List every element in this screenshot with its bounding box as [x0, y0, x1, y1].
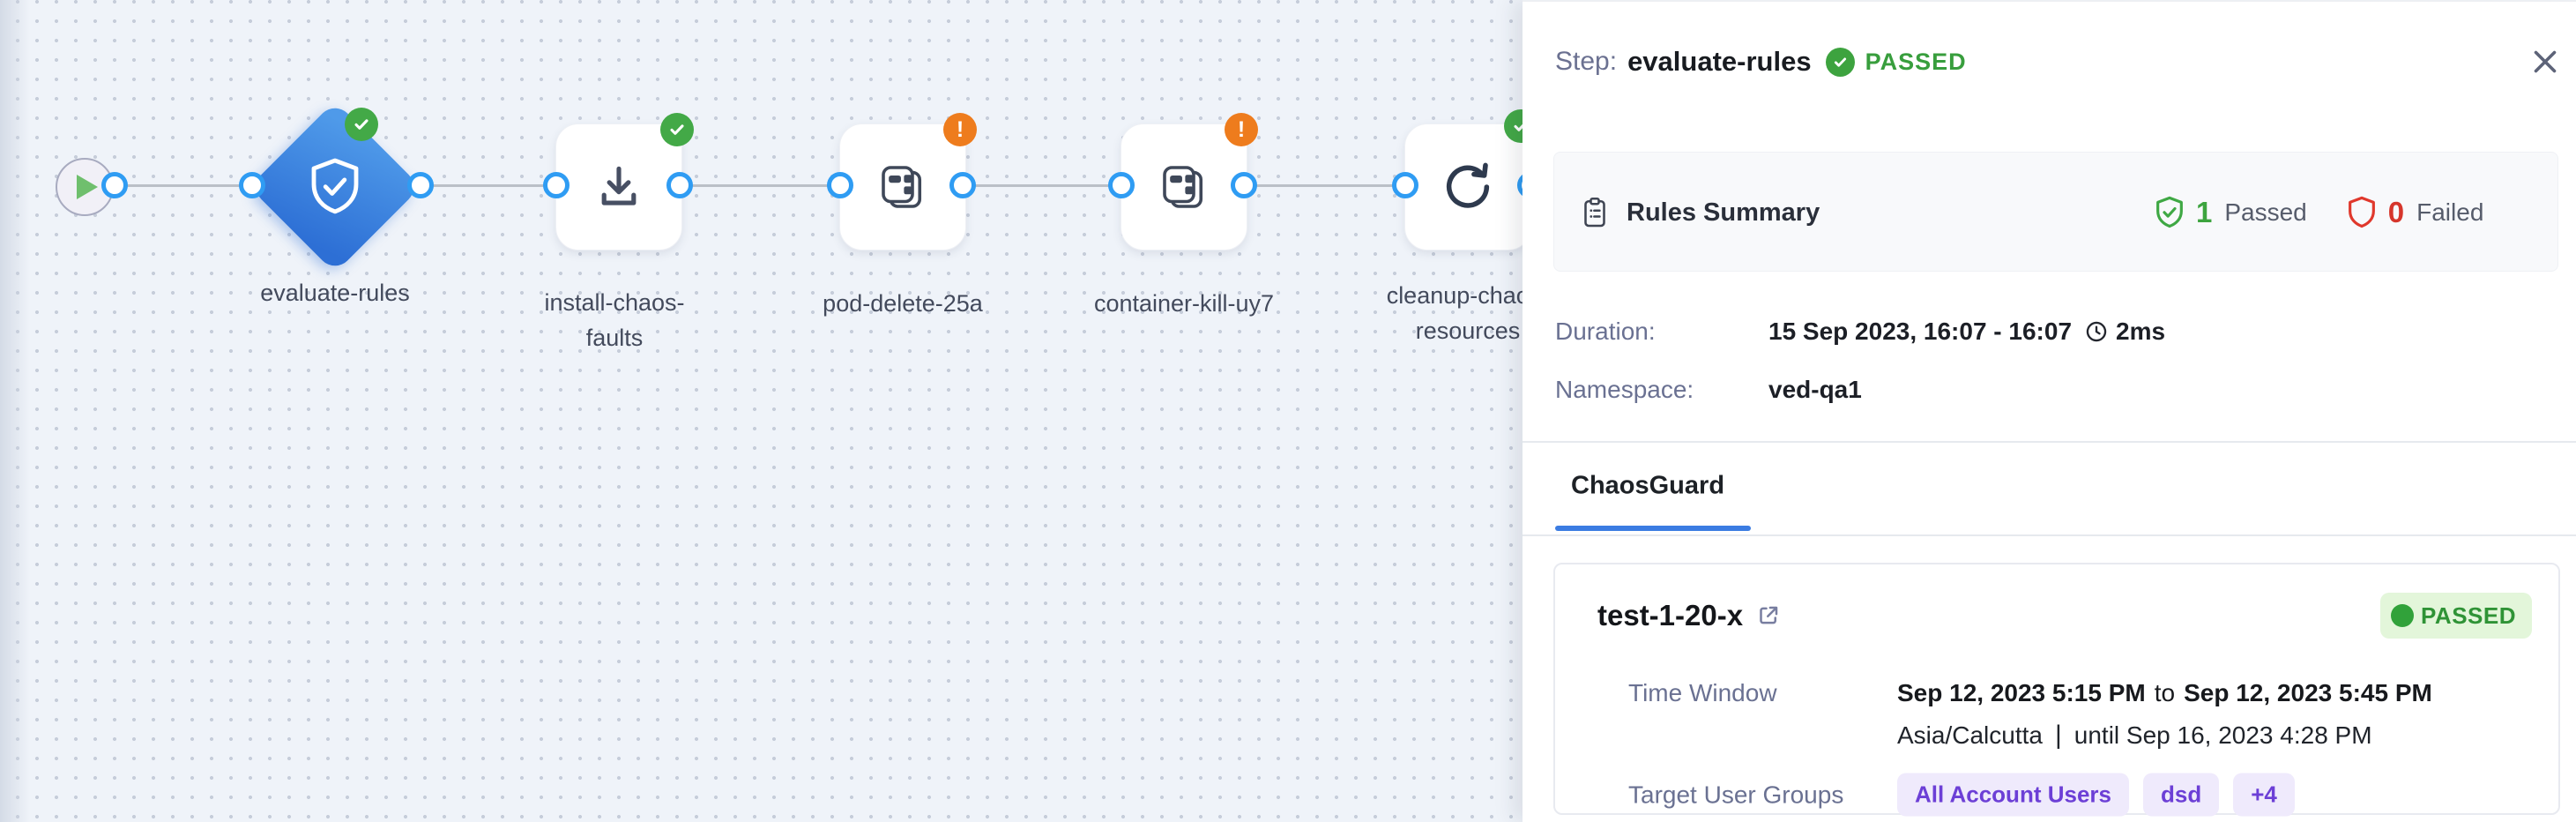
passed-count: 1: [2196, 196, 2213, 228]
check-circle-icon: [1825, 47, 1855, 77]
node-label-container-kill-uy7: container-kill-uy7: [1093, 290, 1275, 317]
user-group-more-pill[interactable]: +4: [2233, 773, 2295, 817]
step-status-badge: PASSED: [1865, 48, 1967, 75]
rules-summary-title: Rules Summary: [1627, 198, 1820, 227]
timezone: Asia/Calcutta: [1897, 721, 2043, 749]
close-button[interactable]: [2528, 44, 2563, 79]
edge-containerkill-cleanup: [1239, 184, 1411, 187]
time-window-end: Sep 12, 2023 5:45 PM: [2184, 679, 2432, 706]
close-icon: [2529, 46, 2561, 78]
panel-header: Step: evaluate-rules PASSED: [1555, 46, 1967, 78]
status-badge-passed: [345, 108, 378, 141]
chaos-fault-icon: [874, 158, 932, 216]
port-in-containerkill: [1108, 172, 1135, 198]
status-badge-passed: [1504, 109, 1523, 143]
time-window-label: Time Window: [1628, 679, 1777, 706]
status-badge-warning: [1225, 113, 1258, 146]
clock-icon: [2084, 319, 2109, 344]
failed-label: Failed: [2416, 198, 2484, 226]
node-cleanup-chaos-resources[interactable]: [1404, 123, 1523, 250]
elapsed-value: 2ms: [2116, 318, 2166, 345]
shield-check-icon: [2152, 193, 2187, 232]
node-evaluate-rules[interactable]: [249, 101, 421, 273]
step-name: evaluate-rules: [1627, 46, 1812, 77]
timezone-separator: |: [2054, 721, 2062, 750]
rules-summary-band: Rules Summary 1 Passed 0 F: [1553, 152, 2558, 272]
namespace-row: Namespace: ved-qa1: [1555, 376, 1862, 404]
rule-name: test-1-20-x: [1597, 599, 1744, 631]
retry-icon: [1440, 159, 1496, 215]
time-window-start: Sep 12, 2023 5:15 PM: [1897, 679, 2146, 706]
passed-label: Passed: [2224, 198, 2307, 226]
divider: [1523, 441, 2576, 443]
tab-bottom-border: [1523, 534, 2576, 536]
port-in-poddelete: [827, 172, 853, 198]
node-label-cleanup-chaos-resources: cleanup-chaos- resources: [1386, 282, 1523, 344]
timezone-row: Asia/Calcutta | until Sep 16, 2023 4:28 …: [1897, 721, 2372, 751]
rules-summary-left: Rules Summary: [1579, 195, 1820, 230]
status-badge-passed: [660, 113, 694, 146]
namespace-label: Namespace:: [1555, 376, 1694, 403]
rule-status-badge: PASSED: [2380, 593, 2532, 639]
node-install-chaos-faults[interactable]: [555, 123, 682, 250]
status-badge-warning: [943, 113, 977, 146]
target-user-groups-row: Target User Groups All Account Users dsd…: [1628, 773, 2309, 817]
port-in-install: [543, 172, 570, 198]
status-dot-icon: [2391, 604, 2414, 627]
edge-start-evaluate: [85, 184, 257, 187]
node-container-kill-uy7[interactable]: [1120, 123, 1247, 250]
duration-row: Duration: 15 Sep 2023, 16:07 - 16:07 2ms: [1555, 318, 2165, 346]
shield-icon: [2344, 193, 2379, 232]
failed-count: 0: [2387, 196, 2405, 228]
workflow-canvas[interactable]: evaluate-rules install-chaos- faults pod…: [0, 0, 1523, 822]
external-link-icon[interactable]: [1755, 602, 1782, 629]
port-out-containerkill: [1231, 172, 1257, 198]
target-groups-label: Target User Groups: [1628, 781, 1844, 808]
user-group-pill[interactable]: All Account Users: [1897, 773, 2129, 817]
rule-title-row: test-1-20-x: [1597, 599, 1782, 632]
start-node[interactable]: [56, 158, 114, 216]
port-in-evaluate: [239, 172, 265, 198]
rules-summary-counts: 1 Passed 0 Failed: [2152, 193, 2483, 232]
duration-label: Duration:: [1555, 318, 1656, 345]
edge-poddelete-containerkill: [957, 184, 1128, 187]
shield-check-icon: [303, 153, 367, 220]
node-label-pod-delete-25a: pod-delete-25a: [823, 290, 983, 317]
valid-until: until Sep 16, 2023 4:28 PM: [2073, 721, 2372, 749]
clipboard-icon: [1579, 195, 1611, 230]
chaosguard-rule-card: test-1-20-x PASSED Time Window Sep 12, 2…: [1553, 563, 2560, 817]
duration-value: 15 Sep 2023, 16:07 - 16:07: [1768, 318, 2073, 345]
time-window-row: Time Window Sep 12, 2023 5:15 PM to Sep …: [1628, 679, 2432, 707]
port-in-cleanup: [1392, 172, 1418, 198]
node-label-install-chaos-faults: install-chaos- faults: [544, 289, 685, 351]
step-details-panel: Step: evaluate-rules PASSED: [1523, 0, 2576, 822]
step-label: Step:: [1555, 47, 1618, 76]
port-out-install: [666, 172, 693, 198]
edge-evaluate-install: [414, 184, 564, 187]
port-out-evaluate: [407, 172, 434, 198]
port-out-poddelete: [949, 172, 976, 198]
namespace-value: ved-qa1: [1768, 376, 1862, 403]
chaos-fault-icon: [1155, 158, 1213, 216]
user-group-pill[interactable]: dsd: [2142, 773, 2220, 817]
tab-chaosguard[interactable]: ChaosGuard: [1571, 471, 1725, 500]
port-out-start: [101, 172, 128, 198]
download-icon: [592, 160, 646, 214]
play-icon: [77, 175, 98, 199]
time-window-to: to: [2154, 679, 2176, 706]
node-pod-delete-25a[interactable]: [839, 123, 966, 250]
node-label-evaluate-rules: evaluate-rules: [260, 280, 410, 306]
edge-install-poddelete: [674, 184, 846, 187]
active-tab-indicator: [1555, 526, 1751, 531]
